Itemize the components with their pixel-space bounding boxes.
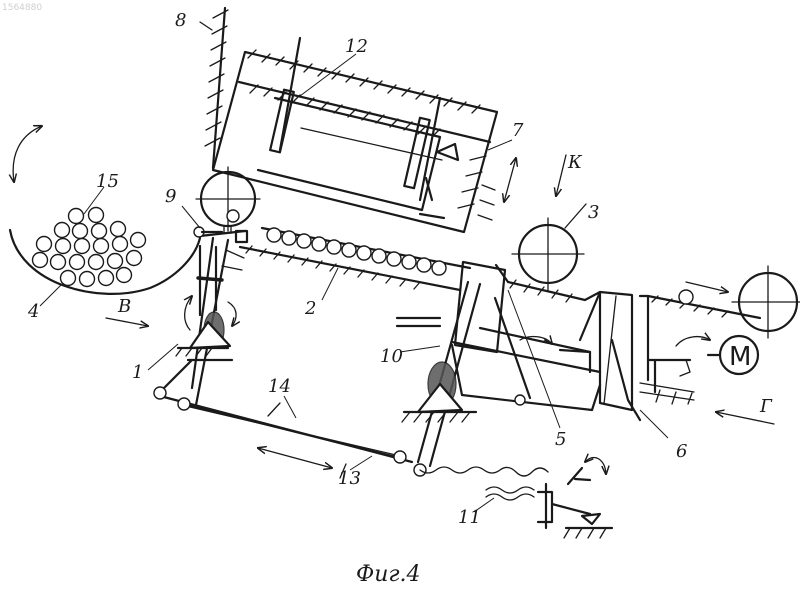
label-2: 2: [304, 298, 316, 319]
label-5: 5: [555, 429, 566, 450]
label-10: 10: [380, 346, 403, 367]
roller-left: [196, 167, 260, 231]
label-4: 4: [27, 301, 39, 322]
lever-right-10: [397, 262, 505, 466]
figure-caption: Фиг.4: [356, 562, 421, 587]
leader-lines: [40, 54, 668, 512]
label-b: В: [117, 296, 131, 317]
part-labels: 1 2 3 4 5 6 7 8 9 10 11 12 13 14 15 В Г …: [27, 10, 773, 528]
label-1: 1: [132, 362, 143, 383]
motor-letter: М: [729, 342, 751, 372]
corner-mark: 1564880: [2, 3, 42, 13]
roller-right: [732, 266, 800, 338]
guide-wall-8: [200, 8, 228, 168]
lever-left-1: [160, 226, 247, 405]
linkage-13-14: [154, 387, 426, 478]
label-8: 8: [175, 10, 186, 31]
label-12: 12: [345, 36, 368, 57]
label-14: 14: [268, 376, 291, 397]
label-13: 13: [338, 468, 361, 489]
motor-m: М: [708, 336, 758, 374]
arrow-b: [106, 318, 148, 326]
label-9: 9: [165, 186, 176, 207]
flexible-link-11: [420, 458, 612, 538]
label-k: К: [567, 152, 583, 173]
conveyor-2: [227, 210, 470, 290]
label-6: 6: [676, 441, 687, 462]
label-15: 15: [96, 171, 119, 192]
label-g: Г: [759, 396, 773, 417]
housing-7: [213, 38, 516, 232]
label-3: 3: [588, 202, 599, 223]
roller-3: [512, 155, 586, 290]
label-7: 7: [512, 120, 524, 141]
